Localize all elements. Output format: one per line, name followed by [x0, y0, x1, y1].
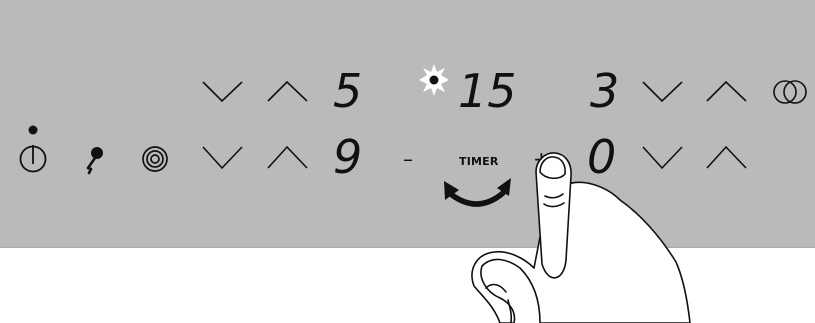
timer-minus-button[interactable]: – [403, 147, 413, 171]
timer-label: TIMER [459, 155, 499, 168]
timer-led-indicator [419, 64, 449, 96]
plus-icon: + [533, 147, 550, 171]
panel-surface [0, 0, 815, 248]
top-left-zone-level-display: 5 [333, 64, 362, 118]
light-burst-icon [419, 64, 449, 96]
minus-icon: – [403, 147, 413, 171]
bottom-left-zone-level-display: 9 [333, 130, 362, 184]
timer-value-display: 15 [458, 64, 517, 118]
timer-plus-button[interactable]: + [533, 147, 550, 171]
cooktop-control-panel: 5 9 15 – TIMER + 3 0 [0, 0, 815, 248]
top-right-zone-level-display: 3 [590, 64, 619, 118]
bottom-right-zone-level-display: 0 [587, 130, 616, 184]
